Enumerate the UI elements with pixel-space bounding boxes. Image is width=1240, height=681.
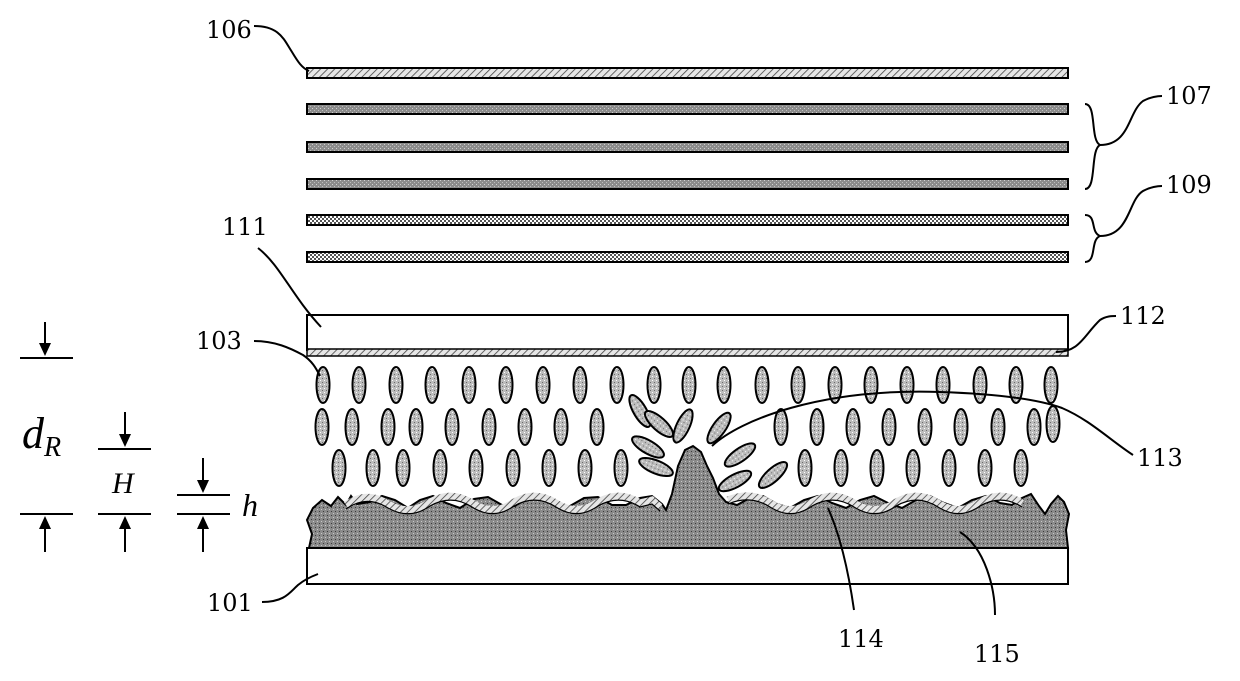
lc-molecule <box>500 367 513 403</box>
lc-molecule <box>353 367 366 403</box>
lc-molecule <box>811 409 824 445</box>
lc-molecule <box>648 367 661 403</box>
layer-109-film-1 <box>307 215 1068 225</box>
lc-molecule <box>611 367 624 403</box>
lc-molecule <box>979 450 992 486</box>
lc-molecule <box>756 367 769 403</box>
lc-molecule <box>919 409 932 445</box>
lc-molecule <box>1045 367 1058 403</box>
lc-molecule <box>615 450 628 486</box>
layer-107-film-1 <box>307 104 1068 114</box>
lc-molecule <box>507 450 520 486</box>
leader-109 <box>1100 186 1162 236</box>
layer-109-film-2 <box>307 252 1068 262</box>
lc-molecule <box>992 409 1005 445</box>
lc-molecule <box>670 407 697 445</box>
lc-molecule <box>775 409 788 445</box>
lc-molecule <box>579 450 592 486</box>
lc-molecule <box>382 409 395 445</box>
lc-molecule <box>446 409 459 445</box>
symbol-d-subscript: R <box>43 432 61 463</box>
leader-101 <box>262 574 318 602</box>
lc-molecule <box>883 409 896 445</box>
lc-molecule <box>755 458 790 492</box>
lc-molecule <box>1028 409 1041 445</box>
lc-molecule <box>937 367 950 403</box>
lc-molecule <box>901 367 914 403</box>
upper-substrate-111 <box>307 315 1068 350</box>
label-109: 109 <box>1166 171 1212 199</box>
lc-molecule <box>907 450 920 486</box>
lc-molecule <box>718 367 731 403</box>
layer-107-film-3 <box>307 179 1068 189</box>
label-115: 115 <box>974 640 1020 668</box>
dim-H-arrow-top-head <box>119 434 131 447</box>
lc-molecule <box>722 439 759 470</box>
label-107: 107 <box>1166 82 1212 110</box>
layer-107-film-2 <box>307 142 1068 152</box>
label-106: 106 <box>206 16 252 44</box>
lc-molecule <box>943 450 956 486</box>
lc-molecule <box>574 367 587 403</box>
dim-h-arrow-top-head <box>197 480 209 493</box>
brace-107 <box>1085 104 1100 189</box>
lower-substrate-101 <box>307 548 1068 584</box>
dim-dR-arrow-bottom-head <box>39 516 51 529</box>
lc-molecule <box>426 367 439 403</box>
dim-h-arrow-bottom-head <box>197 516 209 529</box>
symbol-h: h <box>242 487 258 523</box>
lc-molecule <box>463 367 476 403</box>
lc-molecule <box>333 450 346 486</box>
lc-molecule <box>865 367 878 403</box>
lc-molecule <box>683 367 696 403</box>
label-103: 103 <box>196 327 242 355</box>
lc-molecule <box>847 409 860 445</box>
lc-molecule <box>799 450 812 486</box>
label-113: 113 <box>1137 444 1183 472</box>
lc-molecule <box>1047 406 1060 442</box>
lc-molecule <box>519 409 532 445</box>
lc-molecule <box>316 409 329 445</box>
lc-molecule <box>792 367 805 403</box>
lc-molecule <box>591 409 604 445</box>
lc-molecule <box>470 450 483 486</box>
lc-molecule <box>974 367 987 403</box>
dim-dR-arrow-top-head <box>39 343 51 356</box>
lc-molecule <box>397 450 410 486</box>
lc-molecule <box>1015 450 1028 486</box>
leader-106 <box>254 26 309 71</box>
brace-109 <box>1085 215 1100 262</box>
lc-molecule <box>346 409 359 445</box>
alignment-layer-112 <box>307 349 1068 356</box>
lc-molecule <box>955 409 968 445</box>
lc-molecule <box>483 409 496 445</box>
lc-molecule <box>871 450 884 486</box>
dim-H-arrow-bottom-head <box>119 516 131 529</box>
layer-106-film <box>307 68 1068 78</box>
lc-molecule <box>716 467 754 495</box>
label-101: 101 <box>207 589 253 617</box>
lc-molecule <box>367 450 380 486</box>
lc-molecule <box>835 450 848 486</box>
label-111: 111 <box>222 213 268 241</box>
symbol-d: d <box>22 409 45 458</box>
lc-molecule <box>390 367 403 403</box>
lc-molecule <box>410 409 423 445</box>
lc-molecule <box>555 409 568 445</box>
label-112: 112 <box>1120 302 1166 330</box>
leader-107 <box>1100 96 1162 145</box>
symbol-H: H <box>111 467 136 500</box>
lc-molecule <box>434 450 447 486</box>
label-114: 114 <box>838 625 884 653</box>
symbol-d-R: dR <box>22 409 61 463</box>
lc-molecule <box>537 367 550 403</box>
lc-molecule <box>543 450 556 486</box>
